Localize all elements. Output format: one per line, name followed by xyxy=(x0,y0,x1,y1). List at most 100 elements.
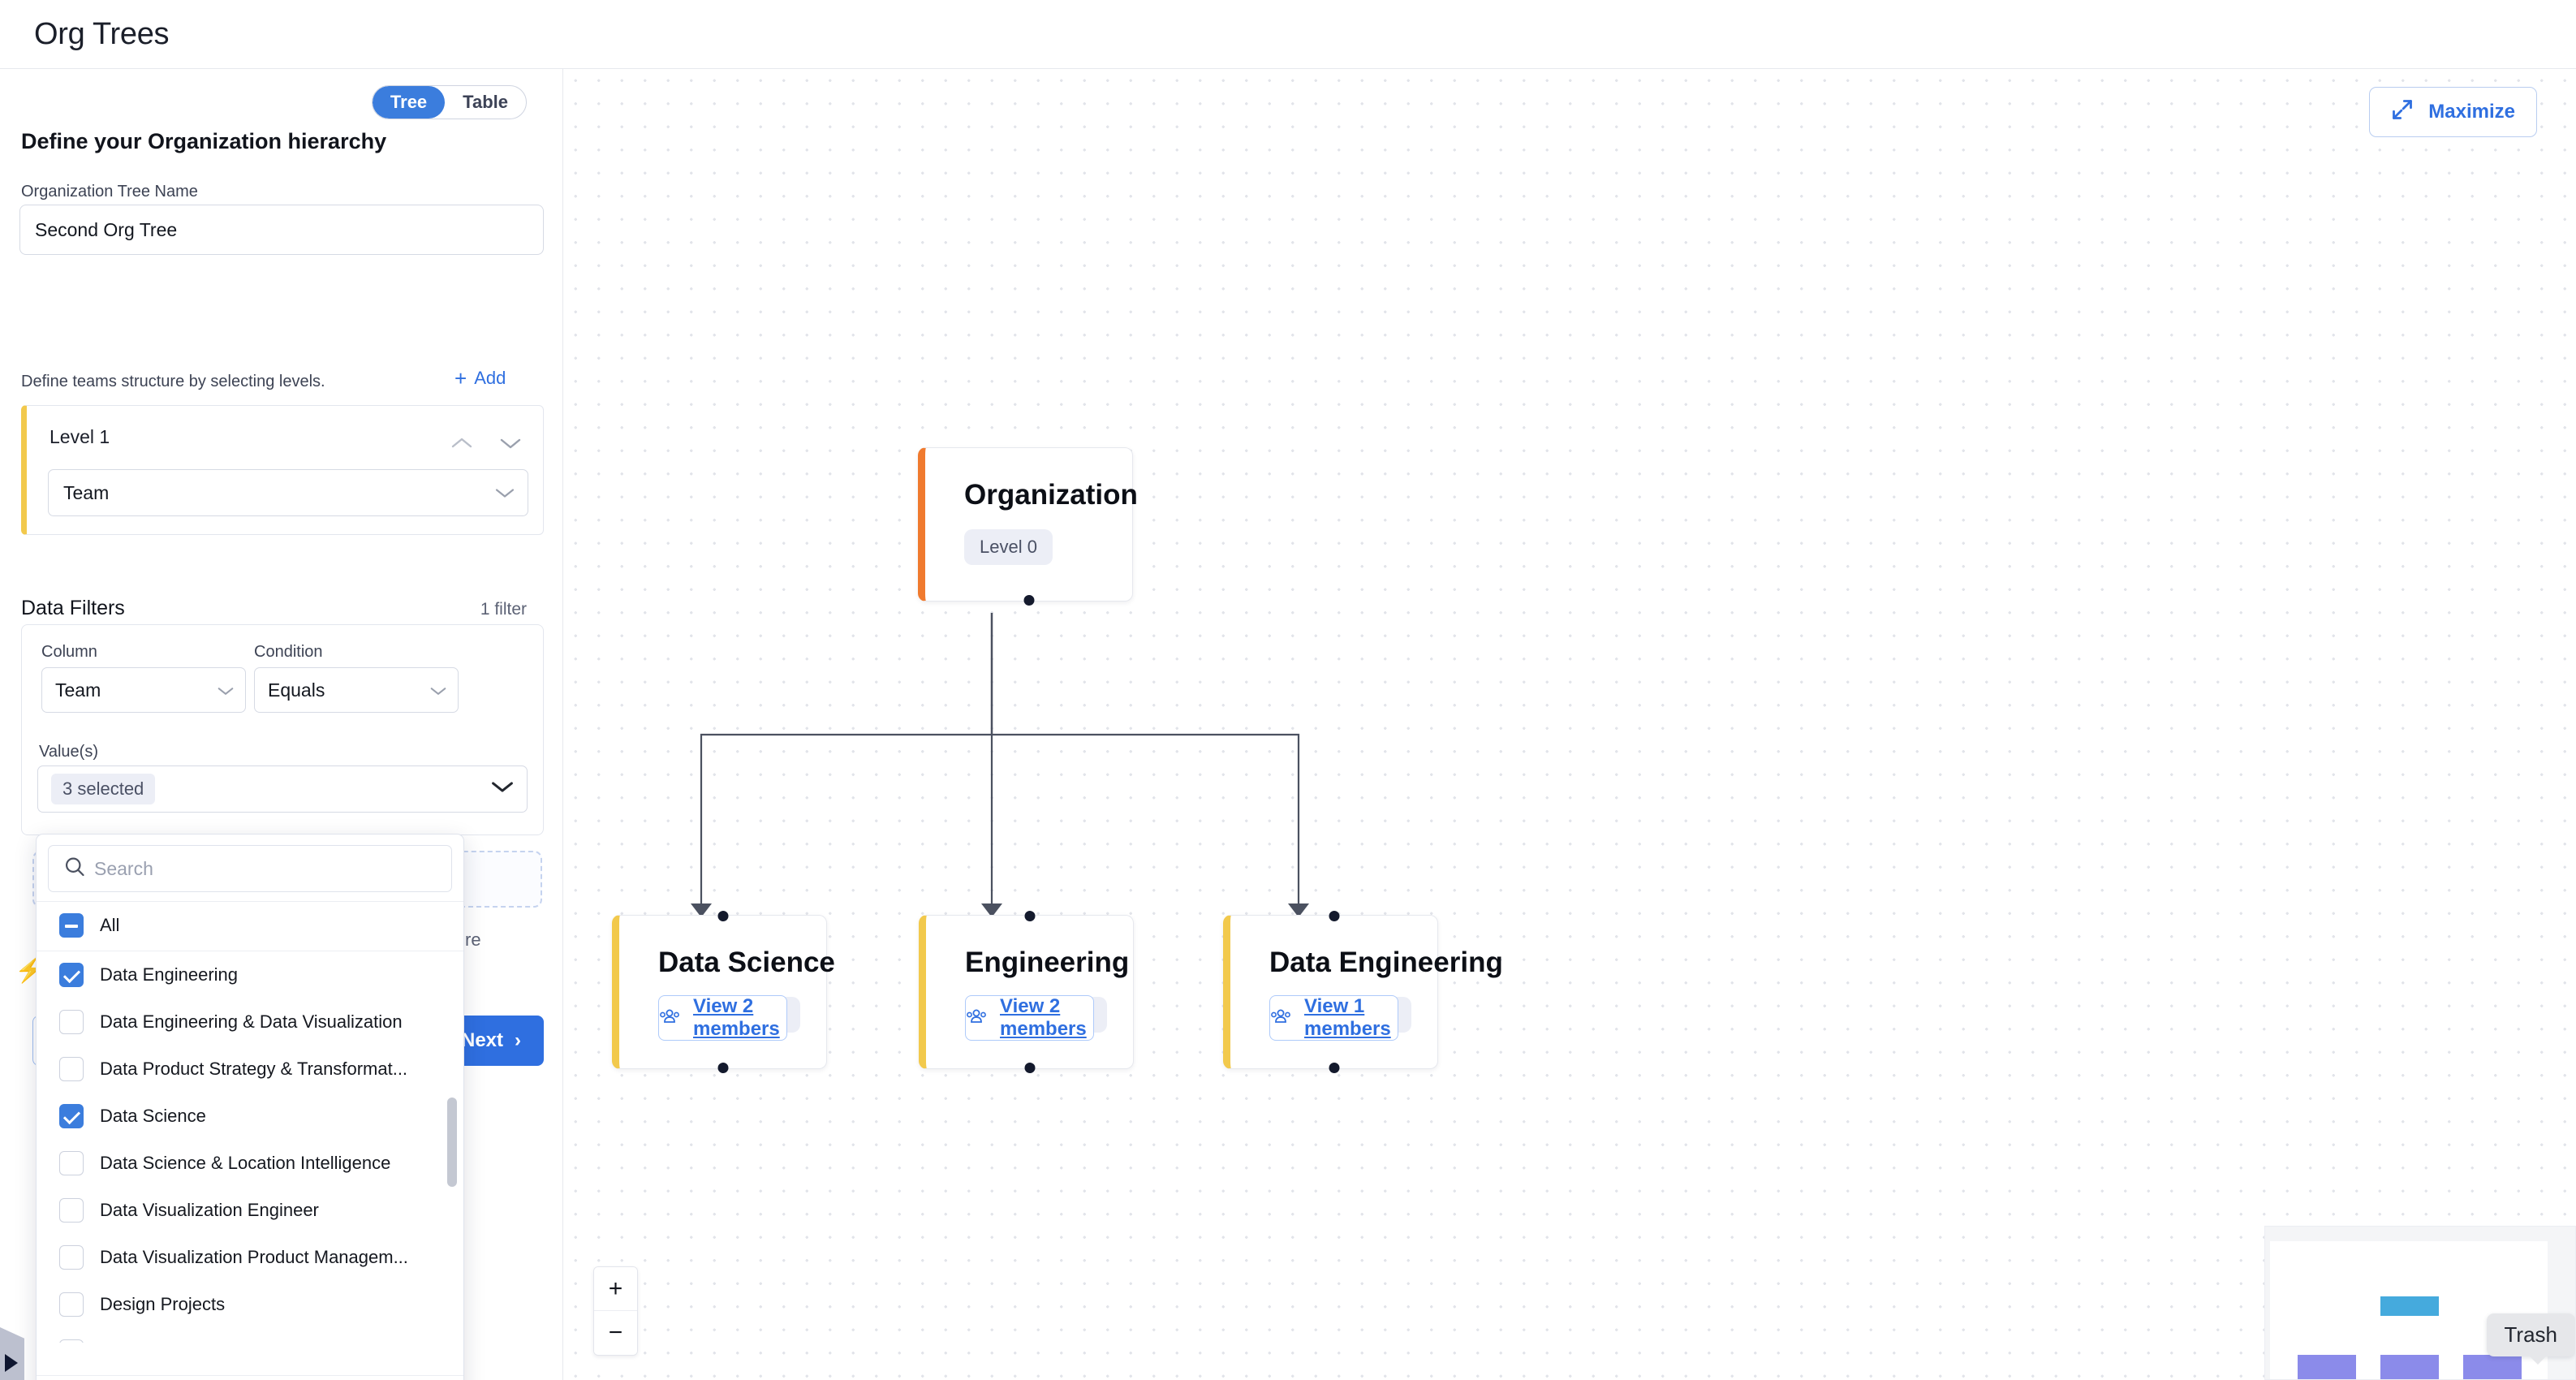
move-level-up-button[interactable] xyxy=(447,429,476,458)
sidebar-collapse-handle[interactable] xyxy=(0,1319,24,1380)
chevron-down-icon xyxy=(218,679,234,701)
tree-name-input[interactable] xyxy=(19,205,544,255)
list-item-label: Data Product Strategy & Transformat... xyxy=(100,1059,408,1079)
page-title: Org Trees xyxy=(34,16,170,51)
list-item[interactable]: Data Science & Location Intelligence xyxy=(37,1140,463,1187)
level-card: Level 1 Team xyxy=(21,405,544,535)
node-title: Data Engineering xyxy=(1269,947,1503,978)
define-levels-text: Define teams structure by selecting leve… xyxy=(21,373,325,390)
move-level-down-button[interactable] xyxy=(496,429,525,458)
filter-values-select[interactable]: 3 selected xyxy=(37,765,528,813)
list-item[interactable]: Data Science xyxy=(37,1093,463,1140)
node-title: Engineering xyxy=(965,947,1130,978)
node-port-top xyxy=(717,911,728,921)
list-item-label: Design Projects xyxy=(100,1294,226,1314)
list-item[interactable]: Design Projects xyxy=(37,1281,463,1328)
zoom-out-button[interactable]: − xyxy=(594,1311,637,1355)
list-item-label: Data Visualization Product Managem... xyxy=(100,1247,408,1267)
tree-node-child[interactable]: Engineering Level 1: Team View 2 members xyxy=(919,911,1134,1073)
filter-values-label: Value(s) xyxy=(39,743,98,761)
truncated-helper-text: re xyxy=(465,929,481,950)
chevron-down-icon xyxy=(500,438,521,449)
zoom-controls: + − xyxy=(593,1266,638,1356)
members-icon xyxy=(659,1007,680,1029)
checkbox[interactable] xyxy=(59,1339,84,1343)
view-members-label: View 2 members xyxy=(1000,995,1087,1040)
plus-icon: + xyxy=(454,366,467,390)
level-type-select[interactable]: Team xyxy=(48,469,528,516)
list-item[interactable]: Data Visualization Engineer xyxy=(37,1187,463,1234)
filter-condition-label: Condition xyxy=(254,643,323,661)
list-item-label: Data Engineering & Data Visualization xyxy=(100,1011,403,1032)
tree-canvas[interactable]: Maximize Organization Level 0 Data Scien… xyxy=(564,69,2576,1380)
tab-table[interactable]: Table xyxy=(445,86,526,119)
node-port-bottom xyxy=(1023,595,1034,606)
sidebar-panel: Tree Table Define your Organization hier… xyxy=(0,69,563,1380)
search-input[interactable] xyxy=(94,846,451,891)
list-item[interactable]: Development Enablement & Lead Ge... xyxy=(37,1328,463,1343)
minimap-node-child xyxy=(2463,1355,2522,1379)
values-dropdown: All Data Engineering Data Engineering & … xyxy=(36,834,464,1380)
node-title: Data Science xyxy=(658,947,835,978)
minimap[interactable]: Trash xyxy=(2264,1226,2576,1380)
zoom-in-button[interactable]: + xyxy=(594,1267,637,1311)
view-members-label: View 2 members xyxy=(693,995,780,1040)
checkbox[interactable] xyxy=(59,1151,84,1175)
filter-column-select[interactable]: Team xyxy=(41,667,246,713)
list-item[interactable]: Data Engineering & Data Visualization xyxy=(37,998,463,1046)
checkbox[interactable] xyxy=(59,1245,84,1270)
list-item-label: Data Science & Location Intelligence xyxy=(100,1153,391,1173)
top-bar: Org Trees xyxy=(0,0,2576,69)
tree-name-label: Organization Tree Name xyxy=(21,183,198,201)
filter-column-label: Column xyxy=(41,643,97,661)
load-more-button[interactable]: Load More (200/333) xyxy=(37,1375,463,1380)
minimap-node-root xyxy=(2380,1296,2439,1316)
list-item-label: Data Visualization Engineer xyxy=(100,1200,319,1220)
list-item[interactable]: Data Product Strategy & Transformat... xyxy=(37,1046,463,1093)
tab-tree[interactable]: Tree xyxy=(372,86,446,119)
view-toggle: Tree Table xyxy=(371,85,527,119)
view-members-button[interactable]: View 2 members xyxy=(965,995,1094,1041)
list-item-label: Data Engineering xyxy=(100,964,239,985)
data-filters-count: 1 filter xyxy=(480,600,527,619)
chevron-up-icon xyxy=(451,438,472,448)
dropdown-select-all[interactable]: All xyxy=(37,901,463,951)
node-port-top xyxy=(1329,911,1339,921)
checkbox[interactable] xyxy=(59,1292,84,1317)
tree-node-child[interactable]: Data Engineering Level 1: Team View 1 me… xyxy=(1223,911,1503,1073)
dropdown-list[interactable]: Data Engineering Data Engineering & Data… xyxy=(37,951,463,1343)
add-level-button[interactable]: + Add xyxy=(454,368,506,389)
chevron-right-icon: › xyxy=(515,1029,522,1051)
view-members-button[interactable]: View 2 members xyxy=(658,995,787,1041)
checkbox[interactable] xyxy=(59,1057,84,1081)
minimap-viewport xyxy=(2270,1241,2548,1379)
view-members-button[interactable]: View 1 members xyxy=(1269,995,1398,1041)
chevron-down-icon xyxy=(491,781,514,798)
chevron-down-icon xyxy=(430,679,446,701)
search-icon xyxy=(63,856,86,882)
tree-connectors xyxy=(700,613,1300,909)
dropdown-scrollbar[interactable] xyxy=(447,1098,457,1187)
checkbox-all[interactable] xyxy=(59,913,84,938)
maximize-button[interactable]: Maximize xyxy=(2369,87,2537,137)
tree-node-child[interactable]: Data Science Level 1: Team View 2 member… xyxy=(612,911,835,1073)
list-item[interactable]: Data Engineering xyxy=(37,951,463,998)
dropdown-search-wrap xyxy=(37,834,463,901)
dropdown-search[interactable] xyxy=(48,845,452,892)
checkbox[interactable] xyxy=(59,1198,84,1223)
node-level-badge: Level 0 xyxy=(964,529,1053,565)
node-port-bottom xyxy=(1329,1063,1339,1073)
checkbox[interactable] xyxy=(59,1010,84,1034)
members-icon xyxy=(966,1007,987,1029)
filter-condition-select[interactable]: Equals xyxy=(254,667,459,713)
filter-condition-value: Equals xyxy=(268,679,325,701)
node-port-bottom xyxy=(717,1063,728,1073)
node-port-top xyxy=(1024,911,1035,921)
minimap-node-child xyxy=(2380,1355,2439,1379)
checkbox[interactable] xyxy=(59,1104,84,1128)
tree-node-root[interactable]: Organization Level 0 xyxy=(918,447,1138,606)
checkbox[interactable] xyxy=(59,963,84,987)
list-item[interactable]: Data Visualization Product Managem... xyxy=(37,1234,463,1281)
arrow-head-icon xyxy=(1288,903,1309,917)
minimap-node-child xyxy=(2298,1355,2356,1379)
